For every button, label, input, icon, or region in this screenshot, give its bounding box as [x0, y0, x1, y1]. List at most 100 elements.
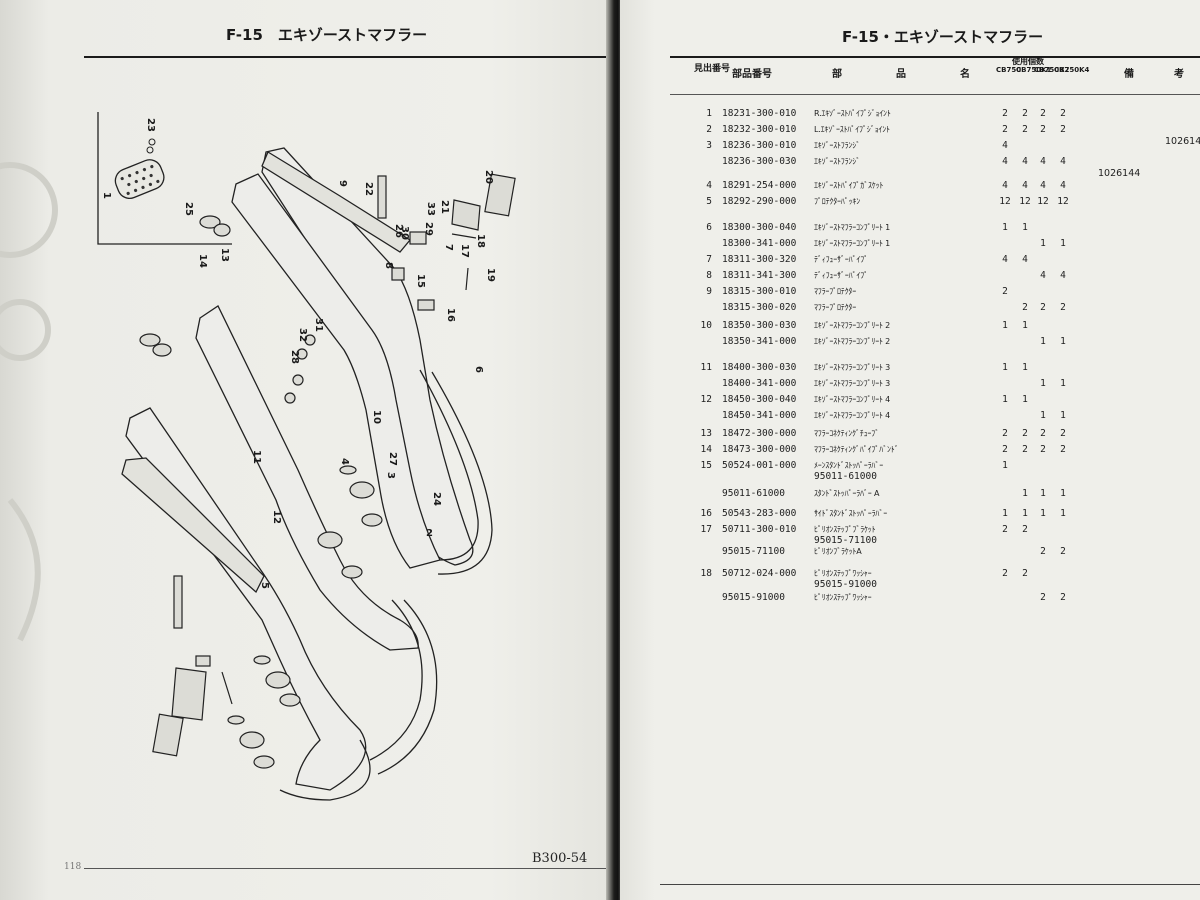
svg-text:15: 15 — [415, 274, 426, 288]
row-description: ﾋﾟﾘｵﾝｽﾃｯﾌﾟﾜｯｼｬｰ — [814, 593, 872, 602]
row-note: 102614 — [1165, 136, 1200, 147]
col-header-model-3: CB750K2 — [1034, 66, 1070, 74]
row-qty-cb750k4: 4 — [1060, 156, 1066, 167]
row-ref: 14 — [700, 444, 712, 455]
svg-text:22: 22 — [363, 182, 374, 196]
row-part-no: 18450-300-040 — [722, 394, 797, 405]
row-part-no: 18311-300-320 — [722, 254, 797, 265]
row-qty-cb750k1: 1 — [1022, 320, 1028, 331]
row-part-no: 18292-290-000 — [722, 196, 797, 207]
row-part-no: 18450-341-000 — [722, 410, 797, 421]
small-parts — [139, 173, 516, 769]
right-page-parts-list: F-15・エキゾーストマフラー 見出番号 部品番号 部 品 名 使用個数 CB7… — [620, 0, 1200, 900]
row-qty-cb750: 1 — [1002, 394, 1008, 405]
row-qty-cb750k4: 2 — [1060, 592, 1066, 603]
svg-text:9: 9 — [337, 180, 348, 187]
svg-text:17: 17 — [459, 244, 470, 258]
row-description: ﾋﾟﾘｵﾝｽﾃｯﾌﾟﾌﾞﾗｹｯﾄ — [814, 525, 876, 534]
col-header-desc-2: 品 — [896, 69, 906, 80]
row-part-no: 18300-341-000 — [722, 238, 797, 249]
row-qty-cb750k4: 2 — [1060, 124, 1066, 135]
row-description: ﾏﾌﾗｰﾌﾟﾛﾃｸﾀｰ — [814, 303, 856, 312]
row-ref: 5 — [706, 196, 712, 207]
row-qty-cb750k2: 2 — [1040, 592, 1046, 603]
row-part-no: 18400-341-000 — [722, 378, 797, 389]
row-qty-cb750k1: 1 — [1022, 222, 1028, 233]
col-header-desc-1: 部 — [832, 69, 842, 80]
row-qty-cb750k4: 2 — [1060, 302, 1066, 313]
row-qty-cb750: 4 — [1002, 156, 1008, 167]
svg-text:23: 23 — [145, 118, 156, 132]
row-part-no: 18232-300-010 — [722, 124, 797, 135]
row-ref: 11 — [700, 362, 712, 373]
svg-text:12: 12 — [271, 510, 282, 524]
svg-text:31: 31 — [313, 318, 324, 332]
footer-rule — [660, 884, 1200, 885]
row-ref: 3 — [706, 140, 712, 151]
row-ref: 16 — [700, 508, 712, 519]
row-qty-cb750k2: 1 — [1040, 508, 1046, 519]
row-qty-cb750k4: 1 — [1060, 378, 1066, 389]
row-part-no: 18300-300-040 — [722, 222, 797, 233]
row-qty-cb750k2: 1 — [1040, 378, 1046, 389]
svg-text:10: 10 — [371, 410, 382, 424]
row-description: ﾒｰﾝｽﾀﾝﾄﾞｽﾄｯﾊﾟｰﾗﾊﾞｰ — [814, 461, 883, 470]
row-qty-cb750k2: 1 — [1040, 410, 1046, 421]
col-header-model-2: CB750K1 — [1016, 66, 1052, 74]
row-description: ｴｷｿﾞｰｽﾄﾏﾌﾗｰｺﾝﾌﾟﾘｰﾄ 3 — [814, 363, 891, 372]
row-qty-cb750k2: 2 — [1040, 124, 1046, 135]
row-qty-cb750k4: 1 — [1060, 410, 1066, 421]
row-qty-cb750k1: 1 — [1022, 488, 1028, 499]
svg-text:20: 20 — [483, 170, 494, 184]
row-ref: 7 — [706, 254, 712, 265]
row-qty-cb750k2: 1 — [1040, 238, 1046, 249]
row-qty-cb750k1: 1 — [1022, 362, 1028, 373]
row-qty-cb750k2: 2 — [1040, 108, 1046, 119]
row-qty-cb750k1: 1 — [1022, 508, 1028, 519]
svg-text:26: 26 — [393, 224, 404, 238]
callout-labels: 1 2 3 4 5 6 7 8 9 10 11 12 13 14 15 16 1… — [101, 118, 496, 589]
row-description: ｴｷｿﾞｰｽﾄﾏﾌﾗｰｺﾝﾌﾟﾘｰﾄ 4 — [814, 395, 891, 404]
svg-text:32: 32 — [297, 328, 308, 342]
header-divider — [670, 94, 1200, 95]
row-qty-cb750k1: 2 — [1022, 428, 1028, 439]
row-description: ｴｷｿﾞｰｽﾄﾏﾌﾗｰｺﾝﾌﾟﾘｰﾄ 1 — [814, 223, 891, 232]
exhaust-exploded-diagram: 1 2 3 4 5 6 7 8 9 10 11 12 13 14 15 16 1… — [0, 112, 516, 801]
row-qty-cb750k2: 4 — [1040, 180, 1046, 191]
row-part-no: 18311-341-300 — [722, 270, 797, 281]
row-ref: 4 — [706, 180, 712, 191]
row-description: ｴｷｿﾞｰｽﾄﾏﾌﾗｰｺﾝﾌﾟﾘｰﾄ 2 — [814, 337, 891, 346]
svg-text:8: 8 — [383, 262, 394, 269]
row-qty-cb750: 4 — [1002, 140, 1008, 151]
row-part-no: 18350-341-000 — [722, 336, 797, 347]
row-qty-cb750k4: 4 — [1060, 180, 1066, 191]
row-ref: 17 — [700, 524, 712, 535]
row-description: R.ｴｷｿﾞｰｽﾄﾊﾟｲﾌﾟｼﾞｮｲﾝﾄ — [814, 109, 891, 118]
row-part-no: 18472-300-000 — [722, 428, 797, 439]
row-qty-cb750k1: 2 — [1022, 444, 1028, 455]
row-qty-cb750k4: 1 — [1060, 508, 1066, 519]
row-part-no: 18473-300-000 — [722, 444, 797, 455]
row-qty-cb750k2: 2 — [1040, 546, 1046, 557]
svg-text:21: 21 — [439, 200, 450, 214]
row-ref: 13 — [700, 428, 712, 439]
row-qty-cb750: 2 — [1002, 428, 1008, 439]
svg-text:6: 6 — [473, 366, 484, 373]
row-part-no: 95011-61000 — [722, 488, 785, 499]
row-description: ｴｷｿﾞｰｽﾄﾌﾗﾝｼﾞ — [814, 157, 860, 166]
col-header-qty: 使用個数 — [1012, 57, 1044, 66]
row-qty-cb750k4: 2 — [1060, 108, 1066, 119]
col-header-desc-3: 名 — [960, 69, 970, 80]
row-qty-cb750k2: 1 — [1040, 488, 1046, 499]
row-qty-cb750: 2 — [1002, 286, 1008, 297]
row-qty-cb750k2: 1 — [1040, 336, 1046, 347]
row-description: ﾋﾟﾘｵﾝｽﾃｯﾌﾟﾜｯｼｬｰ — [814, 569, 872, 578]
row-description: ﾏﾌﾗｰﾌﾟﾛﾃｸﾀｰ — [814, 287, 856, 296]
